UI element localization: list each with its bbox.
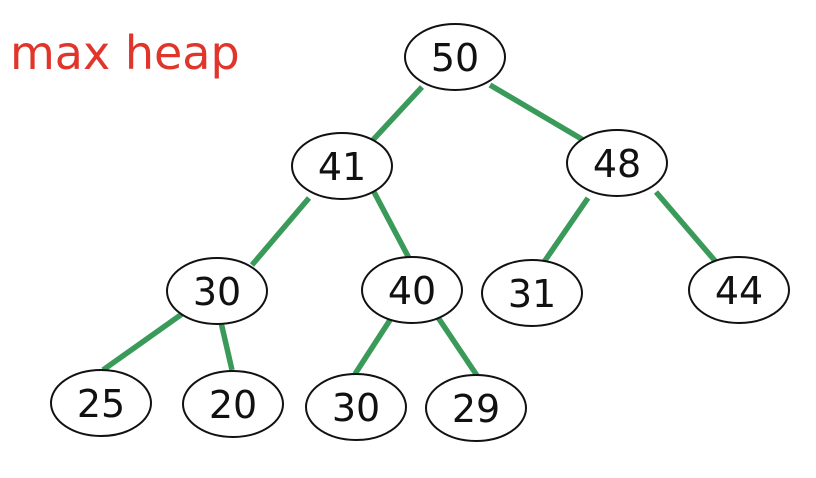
- node-value: 30: [332, 386, 380, 430]
- edge-n0-n2: [488, 82, 587, 144]
- heap-node: 31: [481, 259, 583, 327]
- node-ellipse: [481, 259, 583, 327]
- node-ellipse: [404, 23, 506, 91]
- node-ellipse: [425, 374, 527, 442]
- heap-node: 41: [291, 132, 393, 200]
- edge-n2-n6: [653, 190, 719, 264]
- heap-node: 30: [166, 257, 268, 325]
- node-ellipse: [305, 373, 407, 441]
- node-value: 41: [318, 145, 366, 189]
- heap-node: 30: [305, 373, 407, 441]
- node-value: 31: [508, 272, 556, 316]
- heap-node: 50: [404, 23, 506, 91]
- node-value: 20: [209, 383, 257, 427]
- edge-n0-n1: [369, 85, 425, 143]
- node-value: 40: [388, 269, 436, 313]
- node-value: 44: [715, 269, 763, 313]
- node-ellipse: [50, 369, 152, 437]
- edge-n1-n4: [371, 190, 413, 262]
- diagram-title: max heap: [10, 26, 240, 80]
- edge-n4-n9: [352, 318, 393, 376]
- edge-n2-n5: [541, 196, 591, 264]
- heap-node: 20: [182, 370, 284, 438]
- heap-node: 29: [425, 374, 527, 442]
- node-ellipse: [361, 256, 463, 324]
- node-ellipse: [182, 370, 284, 438]
- node-value: 48: [593, 142, 641, 186]
- edge-n3-n8: [217, 317, 235, 371]
- node-ellipse: [166, 257, 268, 325]
- heap-node: 48: [566, 129, 668, 197]
- node-value: 30: [193, 270, 241, 314]
- heap-node: 44: [688, 256, 790, 324]
- heap-node: 25: [50, 369, 152, 437]
- node-ellipse: [291, 132, 393, 200]
- node-value: 29: [452, 387, 500, 431]
- node-value: 25: [77, 382, 125, 426]
- edge-n1-n3: [249, 196, 312, 267]
- edge-n4-n10: [434, 314, 483, 382]
- node-value: 50: [431, 36, 479, 80]
- edges-layer: [101, 82, 719, 382]
- nodes-layer: 50 41 48 30 40 31 44 25 20 30 29: [50, 23, 790, 442]
- node-ellipse: [688, 256, 790, 324]
- node-ellipse: [566, 129, 668, 197]
- heap-node: 40: [361, 256, 463, 324]
- edge-n3-n7: [101, 311, 184, 373]
